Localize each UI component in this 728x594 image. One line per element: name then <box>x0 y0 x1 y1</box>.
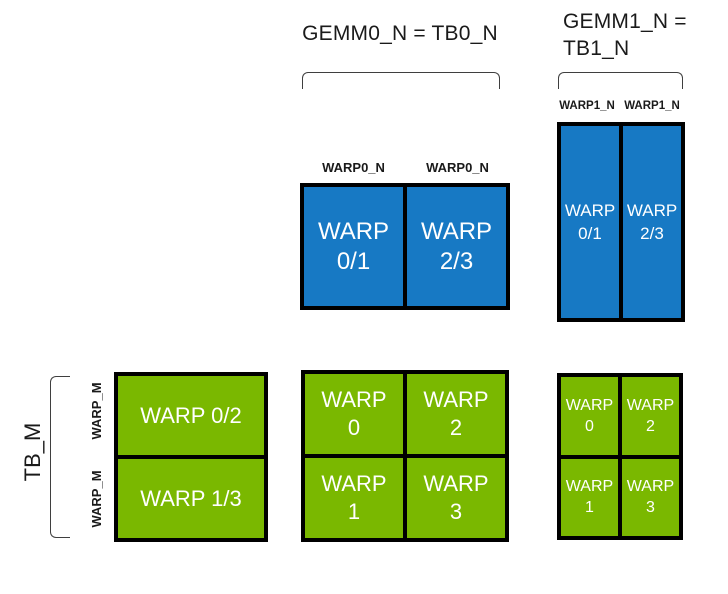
warp0-n-label-right: WARP0_N <box>426 160 489 175</box>
warp-cell: WARP 3 <box>407 458 505 538</box>
warp-m-label-bottom: WARP_M <box>89 470 104 528</box>
warp-cell-label: 0/1 <box>336 247 371 275</box>
warp-cell-label: WARP <box>626 201 678 220</box>
gemm0-n-extent-bracket <box>302 72 500 89</box>
warp-cell-label: 0 <box>585 417 594 435</box>
warp-cell: WARP 0/1 <box>304 187 403 306</box>
warp-cell-label: 2 <box>449 415 463 440</box>
warp-cell: WARP 0 <box>305 374 403 454</box>
gemm1-n-header-line1: GEMM1_N = <box>563 10 687 33</box>
warp-cell-label: WARP 1/3 <box>140 485 242 511</box>
warp-cell: WARP 1 <box>305 458 403 538</box>
warp-cell-label: 2 <box>646 417 655 435</box>
warp-cell-label: WARP <box>626 478 675 496</box>
gemm1-warp-grid-box: WARP 0 WARP 2 WARP 1 WARP 3 <box>557 373 683 540</box>
warp-cell-label: WARP <box>565 478 614 496</box>
warp-cell: WARP 3 <box>622 458 679 536</box>
warp0-n-label-left: WARP0_N <box>322 160 385 175</box>
warp-cell: WARP 2/3 <box>407 187 506 306</box>
warp-cell-label: WARP <box>423 387 489 412</box>
warp-cell: WARP 0/2 <box>118 376 264 455</box>
threadblock-m-tile-box: WARP 0/2 WARP 1/3 <box>114 372 268 542</box>
warp-cell-label: 3 <box>646 499 655 517</box>
warp-cell: WARP 2/3 <box>623 126 681 318</box>
warp-cell-label: 2/3 <box>439 247 474 275</box>
warp-cell: WARP 0/1 <box>561 126 619 318</box>
gemm0-accumulator-box: WARP 0/1 WARP 2/3 <box>300 183 510 310</box>
warp-cell-label: WARP <box>420 217 493 245</box>
warp-cell-label: WARP <box>321 387 387 412</box>
warp-cell-label: WARP <box>317 217 390 245</box>
warp-cell: WARP 2 <box>407 374 505 454</box>
tb-m-extent-bracket <box>50 376 70 538</box>
warp-cell: WARP 2 <box>622 377 679 455</box>
warp1-n-label-left: WARP1_N <box>559 100 615 112</box>
warp-cell-label: WARP <box>423 471 489 496</box>
warp1-n-label-right: WARP1_N <box>624 100 680 112</box>
gemm1-accumulator-box: WARP 0/1 WARP 2/3 <box>557 122 685 322</box>
warp-cell: WARP 1/3 <box>118 459 264 538</box>
gemm0-n-header: GEMM0_N = TB0_N <box>302 22 498 45</box>
warp-cell-label: 2/3 <box>640 224 664 243</box>
warp-cell-label: WARP <box>626 396 675 414</box>
gemm0-warp-grid-box: WARP 0 WARP 2 WARP 1 WARP 3 <box>301 370 509 542</box>
warp-cell-label: WARP <box>565 396 614 414</box>
warp-cell-label: 0 <box>347 415 361 440</box>
warp-cell-label: 1 <box>585 499 594 517</box>
warp-cell-label: 3 <box>449 499 463 524</box>
gemm1-n-header-line2: TB1_N <box>563 37 630 60</box>
warp-cell-label: WARP <box>321 471 387 496</box>
warp-cell-label: WARP 0/2 <box>140 402 242 428</box>
warp-cell-label: WARP <box>564 201 616 220</box>
warp-cell-label: 1 <box>347 499 361 524</box>
warp-cell: WARP 1 <box>561 458 618 536</box>
gemm1-n-extent-bracket <box>558 72 683 89</box>
warp-cell: WARP 0 <box>561 377 618 455</box>
tb-m-label: TB_M <box>20 422 45 482</box>
warp-m-label-top: WARP_M <box>89 382 104 440</box>
warp-cell-label: 0/1 <box>578 224 602 243</box>
gemm1-n-header: GEMM1_N = TB1_N <box>563 8 728 62</box>
